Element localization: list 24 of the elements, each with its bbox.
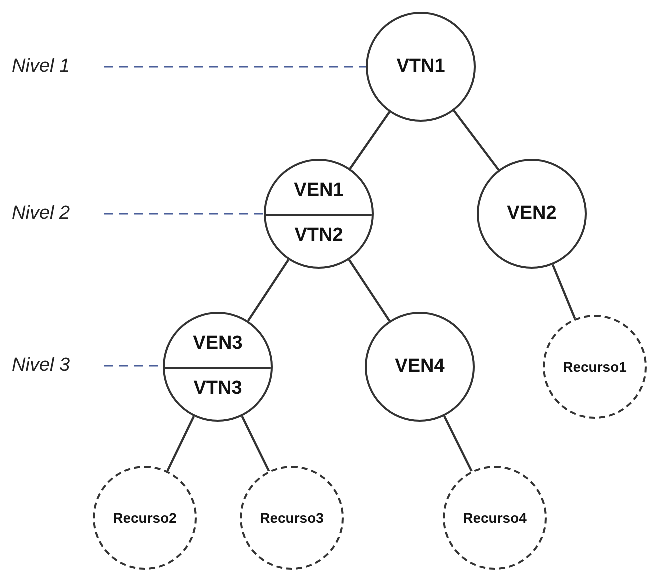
node-label: VEN3	[193, 332, 243, 356]
connector-line	[166, 416, 196, 472]
leader-line	[104, 66, 366, 68]
connector-line	[349, 112, 391, 170]
node-label: VTN1	[396, 54, 446, 79]
connector-line	[453, 110, 500, 171]
connector-line	[348, 259, 391, 322]
node-label: VEN2	[507, 202, 557, 226]
connector-line	[241, 416, 270, 472]
leader-line	[104, 213, 264, 215]
node-label: Recurso1	[563, 358, 627, 376]
level-label: Nivel 1	[12, 53, 70, 81]
level-label: Nivel 2	[12, 200, 70, 228]
node-label: VTN2	[294, 224, 344, 248]
connector-line	[552, 264, 576, 320]
connector-line	[443, 416, 473, 472]
connector-line	[247, 259, 290, 322]
node-label: VEN1	[294, 179, 344, 204]
node-label: VTN3	[194, 377, 242, 402]
node-label: Recurso2	[113, 508, 177, 528]
node-label: VEN4	[395, 354, 445, 379]
node-label: Recurso3	[260, 508, 324, 528]
node-label: Recurso4	[463, 508, 527, 528]
level-label: Nivel 3	[12, 352, 70, 380]
